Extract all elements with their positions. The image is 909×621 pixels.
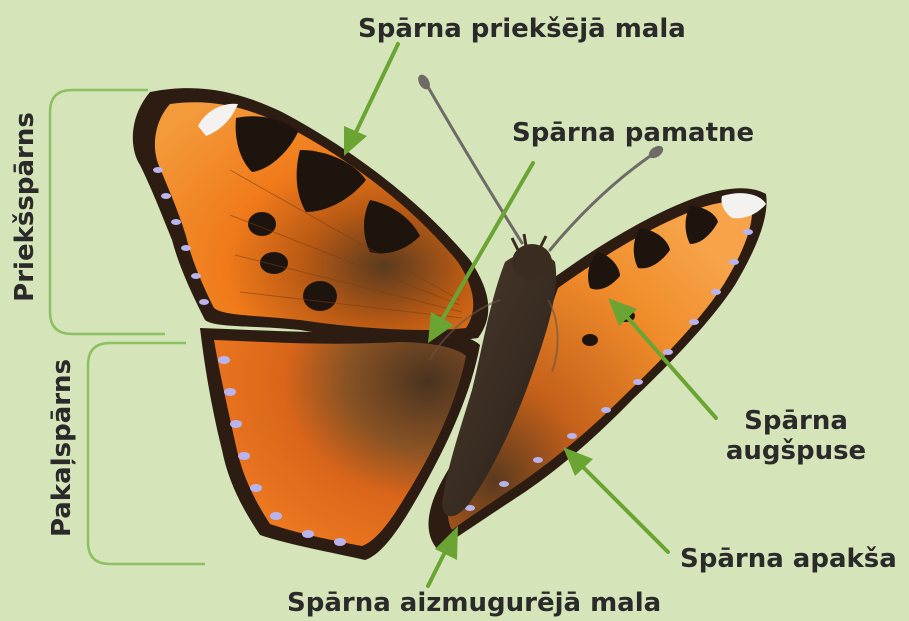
label-upper-side-line2: augšpuse (716, 436, 876, 466)
hindwing-bracket (88, 343, 205, 564)
label-upper-side: Spārna augšpuse (716, 406, 876, 466)
label-rear-edge: Spārna aizmugurējā mala (287, 588, 661, 618)
arrow-front-edge (344, 44, 398, 156)
left-antenna (424, 80, 522, 243)
label-hindwing: Pakaļspārns (47, 348, 77, 548)
label-front-edge: Spārna priekšējā mala (358, 14, 686, 44)
left-forewing (133, 88, 488, 341)
label-bottom: Spārna apakša (680, 544, 897, 574)
label-upper-side-line1: Spārna (716, 406, 876, 436)
arrow-bottom (563, 447, 668, 552)
label-base: Spārna pamatne (512, 118, 754, 148)
label-forewing: Priekšspārns (10, 107, 40, 307)
